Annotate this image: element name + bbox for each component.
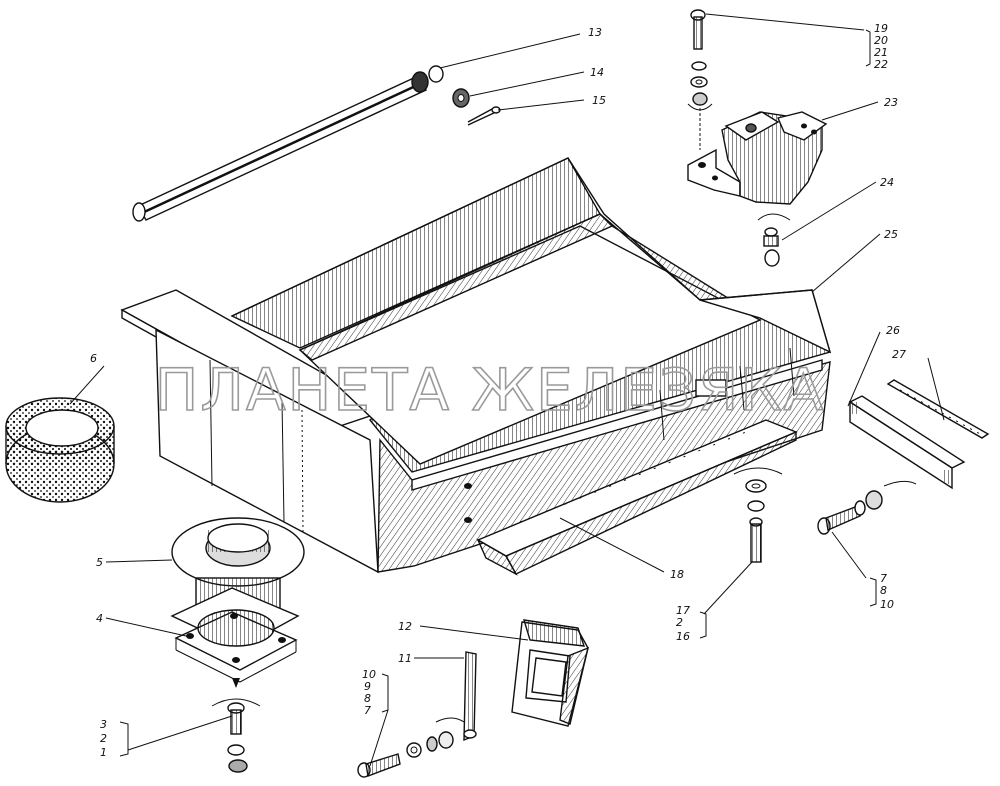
- callout-1: 1: [100, 746, 107, 759]
- callout-27: 27: [892, 348, 906, 361]
- washers-20-22: [687, 61, 713, 150]
- callout-17: 17: [676, 604, 690, 617]
- callout-19: 19: [874, 22, 888, 35]
- callout-9: 9: [364, 680, 371, 693]
- bolt-7-bottom: [357, 717, 465, 778]
- strip-27: [886, 379, 990, 439]
- callout-15: 15: [592, 94, 606, 107]
- bolt-16: [733, 467, 783, 563]
- channel-strip-18: [476, 419, 798, 576]
- callout-10-bottom: 10: [362, 668, 376, 681]
- callout-10-right: 10: [880, 598, 894, 611]
- callout-4: 4: [96, 612, 103, 625]
- callout-13: 13: [588, 26, 602, 39]
- callout-21: 21: [874, 46, 888, 59]
- bolt-1: [211, 698, 261, 773]
- watermark-text: ПЛАНЕТА ЖЕЛЕЗЯКА: [155, 356, 825, 424]
- callout-2-left: 2: [100, 732, 107, 745]
- pan-body-25: [120, 157, 832, 574]
- callout-12: 12: [398, 620, 412, 633]
- callout-3: 3: [100, 718, 107, 731]
- rod-13: [132, 65, 444, 222]
- callout-11: 11: [398, 652, 412, 665]
- washer-14: [452, 88, 470, 108]
- callout-18: 18: [670, 568, 684, 581]
- callout-23: 23: [884, 96, 898, 109]
- cover-plate-12: [511, 619, 589, 727]
- callout-14: 14: [590, 66, 604, 79]
- flange-housing-4: [170, 577, 300, 688]
- bracket-23: [687, 111, 828, 205]
- bolt-7-right: [817, 480, 917, 535]
- callout-8-right: 8: [880, 584, 887, 597]
- bearing-cup-5: [171, 517, 305, 587]
- callout-8-bottom: 8: [364, 692, 371, 705]
- callout-16: 16: [676, 630, 690, 643]
- bolt-19: [690, 9, 706, 50]
- cotter-pin-15: [467, 106, 501, 126]
- callout-labels: 13 14 15 19 20 21 22 23 24 25 6 5 4 26 2…: [90, 22, 906, 759]
- leader-lines: [69, 13, 945, 767]
- callout-2-middle: 2: [676, 616, 683, 629]
- callout-26: 26: [886, 324, 900, 337]
- callout-6: 6: [90, 352, 97, 365]
- callout-5: 5: [96, 556, 103, 569]
- callout-22: 22: [874, 58, 888, 71]
- callout-24: 24: [880, 176, 894, 189]
- arm-11: [463, 651, 477, 742]
- callout-20: 20: [874, 34, 888, 47]
- callout-25: 25: [884, 228, 898, 241]
- rubber-ring-6: [5, 397, 115, 503]
- strip-26: [848, 395, 966, 490]
- callout-7-right: 7: [880, 572, 887, 585]
- callout-7-bottom: 7: [364, 704, 371, 717]
- grease-fitting-24: [757, 213, 791, 267]
